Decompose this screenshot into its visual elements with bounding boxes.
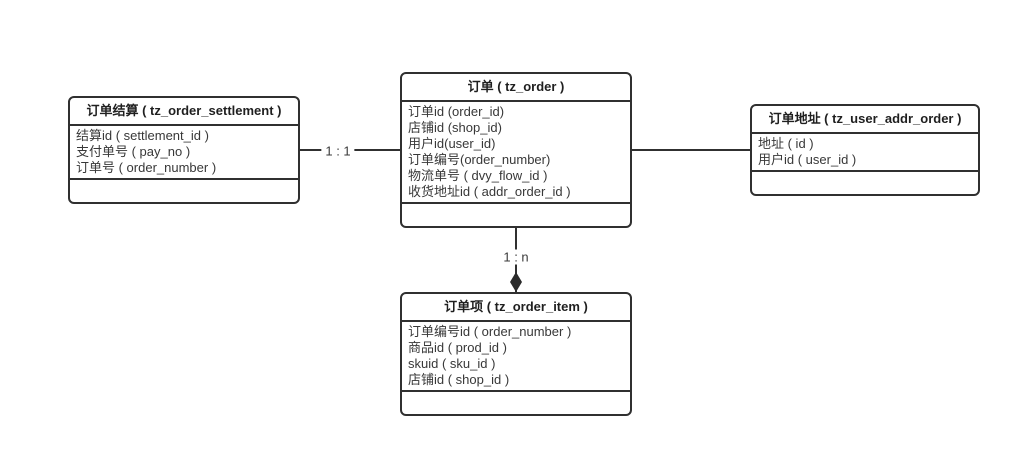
entity-field: 支付单号 ( pay_no ) [76, 144, 191, 159]
connector-order-addr[interactable] [632, 149, 750, 151]
entity-field: 订单编号id ( order_number ) [408, 324, 572, 339]
entity-title: 订单结算 ( tz_order_settlement ) [70, 98, 298, 126]
entity-tz-user-addr-order[interactable]: 订单地址 ( tz_user_addr_order ) 地址 ( id ) 用户… [750, 104, 980, 196]
entity-fields: 结算id ( settlement_id ) 支付单号 ( pay_no ) 订… [70, 126, 298, 178]
entity-tz-order[interactable]: 订单 ( tz_order ) 订单id (order_id) 店铺id (sh… [400, 72, 632, 228]
entity-title: 订单项 ( tz_order_item ) [402, 294, 630, 322]
entity-field: 订单号 ( order_number ) [76, 160, 217, 175]
entity-fields: 订单id (order_id) 店铺id (shop_id) 用户id(user… [402, 102, 630, 202]
relation-label-one-to-one: 1 : 1 [321, 143, 355, 159]
entity-field: 物流单号 ( dvy_flow_id ) [408, 168, 548, 183]
entity-empty-section [752, 170, 978, 194]
entity-field: 用户id ( user_id ) [758, 152, 857, 167]
entity-title: 订单 ( tz_order ) [402, 74, 630, 102]
entity-title: 订单地址 ( tz_user_addr_order ) [752, 106, 978, 134]
entity-field: 结算id ( settlement_id ) [76, 128, 209, 143]
diamond-arrowhead-icon [510, 272, 522, 292]
entity-tz-order-settlement[interactable]: 订单结算 ( tz_order_settlement ) 结算id ( sett… [68, 96, 300, 204]
entity-field: 订单id (order_id) [408, 104, 505, 119]
entity-empty-section [70, 178, 298, 202]
entity-tz-order-item[interactable]: 订单项 ( tz_order_item ) 订单编号id ( order_num… [400, 292, 632, 416]
entity-empty-section [402, 390, 630, 414]
entity-field: 店铺id ( shop_id ) [408, 372, 510, 387]
entity-field: 用户id(user_id) [408, 136, 496, 151]
entity-fields: 订单编号id ( order_number ) 商品id ( prod_id )… [402, 322, 630, 390]
entity-field: 店铺id (shop_id) [408, 120, 502, 135]
entity-fields: 地址 ( id ) 用户id ( user_id ) [752, 134, 978, 170]
entity-field: 地址 ( id ) [758, 136, 814, 151]
entity-field: skuid ( sku_id ) [408, 356, 496, 371]
entity-field: 商品id ( prod_id ) [408, 340, 507, 355]
entity-field: 订单编号(order_number) [408, 152, 551, 167]
relation-label-one-to-n: 1 : n [499, 249, 533, 265]
entity-field: 收货地址id ( addr_order_id ) [408, 184, 571, 199]
entity-empty-section [402, 202, 630, 226]
